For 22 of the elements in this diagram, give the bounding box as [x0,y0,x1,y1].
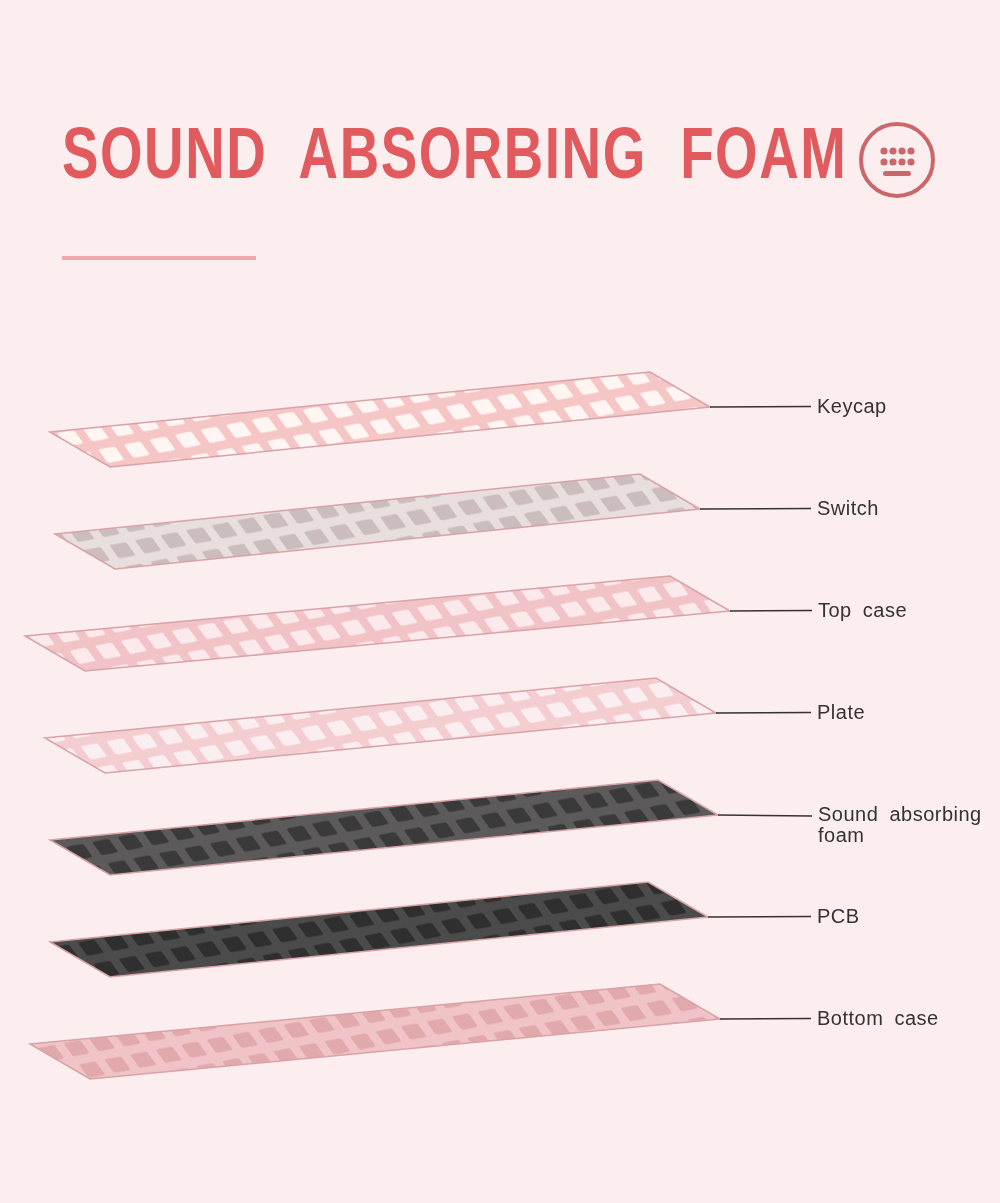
bottom-case-drawing [30,984,720,1079]
leader-line [709,405,812,408]
foam-layer-drawing [50,780,718,875]
pcb-drawing [50,882,708,977]
switch-layer-drawing [55,474,700,569]
top-case-drawing [25,576,730,671]
part-label: Bottom case [817,1008,939,1029]
leader-line [729,609,813,612]
plate-drawing [45,678,716,773]
leader-line [699,507,812,510]
leader-line [707,915,812,918]
part-label: Keycap [817,396,887,417]
part-label: Switch [817,498,879,519]
title: SOUND ABSORBING FOAM [62,112,848,194]
leader-line [715,711,812,714]
leader-line [719,1017,812,1020]
part-label: Top case [818,600,908,621]
part-label: Plate [817,702,866,723]
part-label: PCB [817,906,860,927]
part-label: Sound absorbing foam [818,804,988,846]
keycap-layer-drawing [50,372,710,467]
leader-line [717,814,813,817]
